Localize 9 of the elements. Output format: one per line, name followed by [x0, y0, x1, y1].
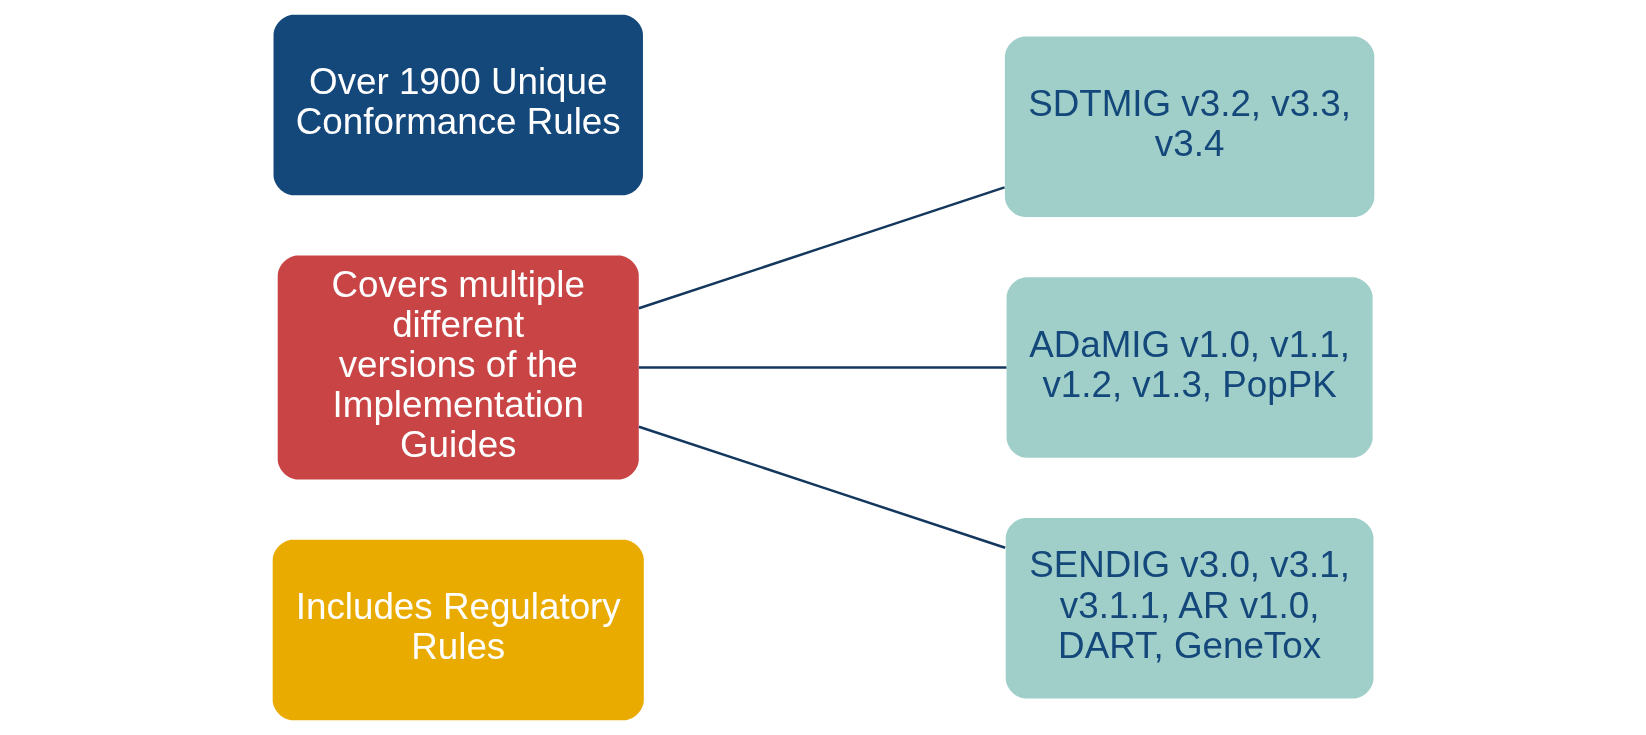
node-box: Over 1900 Unique Conformance Rules: [273, 14, 643, 196]
node-box: SDTMIG v3.2, v3.3, v3.4: [1004, 36, 1374, 218]
node-box: Includes Regulatory Rules: [272, 539, 644, 721]
connector: [638, 186, 1005, 310]
node-box: Covers multiple different versions of the Implementation Guides: [277, 255, 639, 480]
node-box: SENDIG v3.0, v3.1, v3.1.1, AR v1.0, DART, GeneTox: [1005, 517, 1373, 699]
connector: [638, 425, 1006, 549]
connector: [638, 366, 1006, 369]
node-box: ADaMIG v1.0, v1.1, v1.2, v1.3, PopPK: [1006, 277, 1373, 458]
